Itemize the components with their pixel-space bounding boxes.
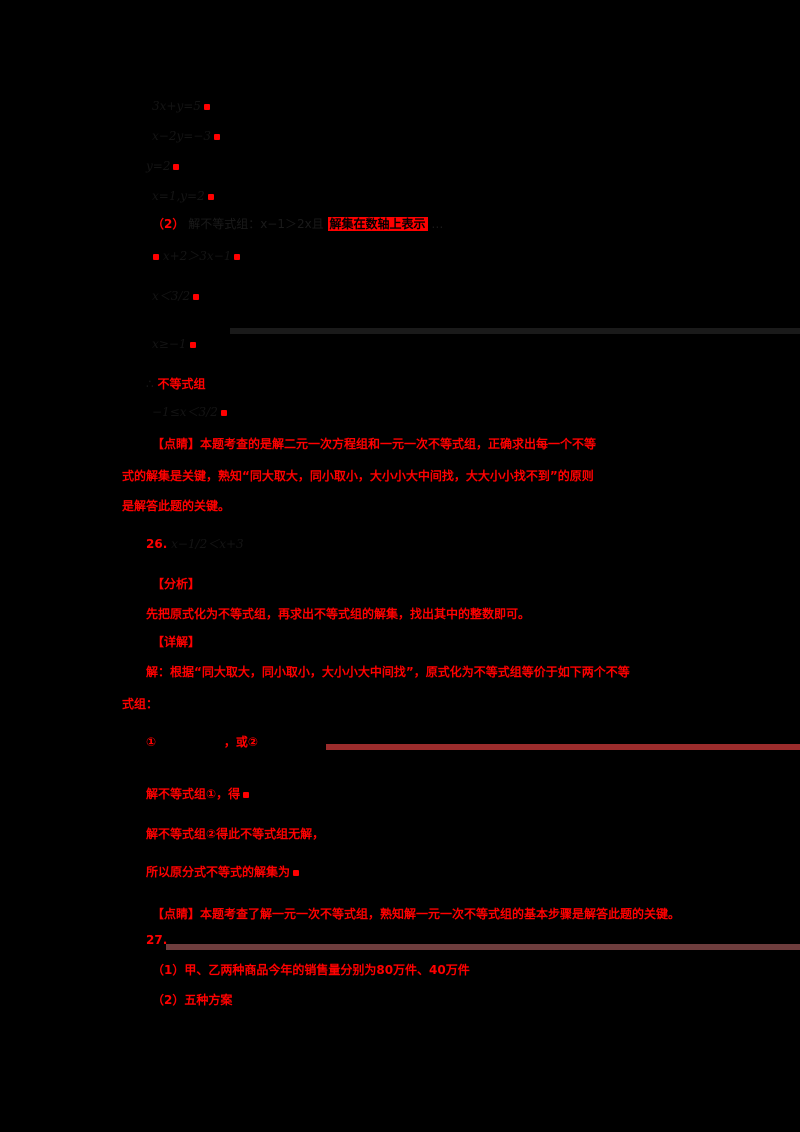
note-text: 本题考查了解一元一次不等式组，熟知解一元一次不等式组的基本步骤是解答此题的关键。 (200, 907, 681, 921)
equation-line: y=2 (146, 158, 180, 174)
equation-text: x=1,y=2 (152, 189, 205, 203)
part2-line: （2） 解不等式组：x−1＞2x且 解集在数轴上表示 … (152, 216, 443, 232)
solution-text: x＜3/2 (152, 289, 191, 303)
marker-icon (234, 253, 241, 260)
therefore-symbol: ∴ (146, 377, 154, 391)
answer-line: （2）五种方案 (152, 993, 233, 1007)
equation-text: x−2y=−3 (152, 129, 211, 143)
solve-line: 所以原分式不等式的解集为 (146, 864, 300, 880)
solution-line: x+2＞3x−1 (150, 248, 241, 264)
solve-line: 解不等式组②得此不等式组无解， (146, 827, 325, 841)
question-number: 27. (146, 933, 168, 947)
equation-line: x−2y=−3 (152, 128, 220, 144)
solution-text: x≥−1 (152, 337, 187, 351)
solution-text: −1≤x＜3/2 (152, 405, 218, 419)
part2-text: 解不等式组：x−1＞2x且 (188, 217, 328, 231)
system-2 (262, 734, 322, 750)
note-line: 【点睛】本题考查了解一元一次不等式组，熟知解一元一次不等式组的基本步骤是解答此题… (152, 906, 680, 922)
section-label: 【详解】 (152, 635, 201, 649)
solution-line: ∴ 不等式组 (146, 376, 205, 392)
marker-icon (220, 409, 227, 416)
solve-line: 解不等式组①，得 (146, 786, 250, 802)
marker-icon (153, 253, 159, 260)
question-number: 26. (146, 537, 168, 551)
marker-icon (203, 103, 210, 110)
detail-text: 式组： (122, 697, 159, 711)
note-line: 【点睛】本题考查的是解二元一次方程组和一元一次不等式组，正确求出每一个不等 (152, 436, 596, 452)
detail-text: 解：根据“同大取大，同小取小，大小小大中间找”，原式化为不等式组等价于如下两个不… (146, 665, 630, 679)
section-label: 【分析】 (152, 577, 201, 591)
note-line: 是解答此题的关键。 (122, 498, 230, 514)
divider (326, 744, 800, 750)
analysis-text: 先把原式化为不等式组，再求出不等式组的解集，找出其中的整数即可。 (146, 607, 531, 621)
question-expression: x−1/2＜x+3 (171, 537, 244, 551)
marker-icon (213, 133, 220, 140)
note-text: 本题考查的是解二元一次方程组和一元一次不等式组，正确求出每一个不等 (200, 437, 597, 451)
solve-text: 所以原分式不等式的解集为 (146, 865, 291, 879)
equation-line: x=1,y=2 (152, 188, 214, 204)
part2-tail: … (431, 217, 444, 231)
equation-text: y=2 (146, 159, 171, 173)
equation-text: 3x+y=5 (152, 99, 201, 113)
marker-icon (189, 341, 196, 348)
marker-icon (193, 293, 200, 300)
part-label: （2） (152, 217, 185, 231)
case-label: ① (146, 735, 157, 749)
solution-highlight: 不等式组 (157, 377, 206, 391)
solve-text: 解不等式组①，得 (146, 787, 241, 801)
case-line: ① ，或② (146, 734, 322, 750)
system-1 (160, 734, 220, 750)
part2-highlight: 解集在数轴上表示 (327, 217, 428, 231)
marker-icon (243, 791, 250, 798)
note-text: 是解答此题的关键。 (122, 499, 231, 513)
answer-line: （1）甲、乙两种商品今年的销售量分别为80万件、40万件 (152, 963, 470, 977)
question-header: 26. x−1/2＜x+3 (146, 536, 244, 552)
divider (230, 328, 800, 334)
divider (166, 944, 800, 950)
solution-text: x+2＞3x−1 (162, 249, 232, 263)
marker-icon (207, 193, 214, 200)
solution-line: x≥−1 (152, 336, 196, 352)
solution-line: −1≤x＜3/2 (152, 404, 227, 420)
case-label: ，或② (223, 735, 258, 749)
note-text: 式的解集是关键，熟知“同大取大，同小取小，大小小大中间找，大大小小找不到”的原则 (122, 469, 594, 483)
solution-line: x＜3/2 (152, 288, 200, 304)
equation-line: 3x+y=5 (152, 98, 210, 114)
marker-icon (173, 163, 180, 170)
note-label: 【点睛】 (152, 907, 201, 921)
marker-icon (293, 869, 300, 876)
note-line: 式的解集是关键，熟知“同大取大，同小取小，大小小大中间找，大大小小找不到”的原则 (122, 468, 594, 484)
note-label: 【点睛】 (152, 437, 201, 451)
